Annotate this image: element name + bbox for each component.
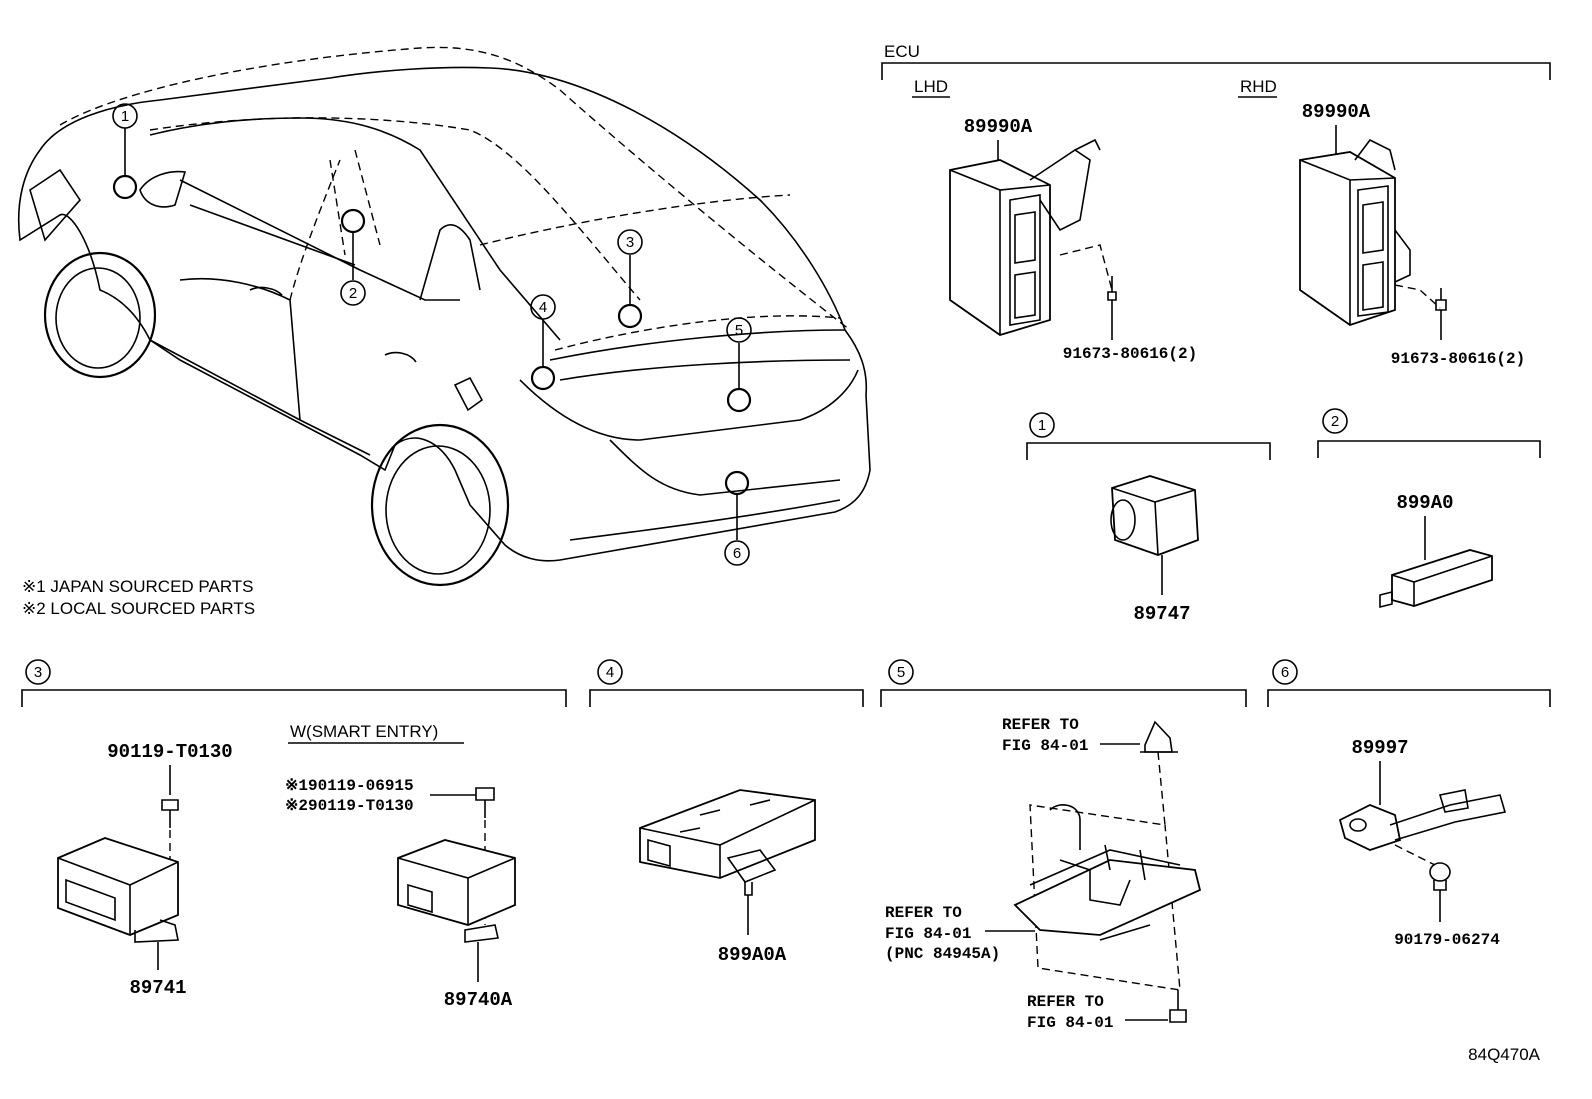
screw-lhd-drawing bbox=[1107, 276, 1117, 301]
section-1: 1 89747 bbox=[1026, 412, 1271, 625]
refer-to-bottom: REFER TO bbox=[1027, 993, 1104, 1011]
ecu-lhd-drawing bbox=[949, 138, 1101, 336]
note-local-sourced: ※2 LOCAL SOURCED PARTS bbox=[22, 599, 255, 618]
section-6-callout: 6 bbox=[1281, 664, 1289, 681]
marker-1: ※1 bbox=[285, 777, 308, 795]
part-number-6-sensor: 89997 bbox=[1351, 737, 1408, 759]
refer-fig-top-1: FIG 84-01 bbox=[1002, 737, 1088, 755]
marker-2: ※2 bbox=[285, 797, 308, 815]
refer-fig-bottom: FIG 84-01 bbox=[1027, 1014, 1113, 1032]
section-1-callout: 1 bbox=[1038, 417, 1046, 434]
ecu-heading: ECU bbox=[884, 42, 920, 61]
section-5: 5 REFER TO FIG 84-01 REFER TO FIG 84-01 … bbox=[880, 659, 1247, 1032]
section-2: 2 899A0 bbox=[1317, 408, 1541, 609]
refer-to-mid: REFER TO bbox=[885, 904, 962, 922]
part-number-3b-bolt-japan: 90119-06915 bbox=[308, 777, 414, 795]
section-5-callout: 5 bbox=[897, 664, 905, 681]
part-number-3b-bolt-local: 90119-T0130 bbox=[308, 797, 414, 815]
callout-6: 6 bbox=[733, 545, 741, 562]
refer-to-top-1: REFER TO bbox=[1002, 716, 1079, 734]
section-4-callout: 4 bbox=[606, 664, 614, 681]
section-3: 3 90119-T0130 89741 W(SMART ENTRY) ※1 90… bbox=[21, 659, 567, 1011]
callout-5: 5 bbox=[735, 322, 743, 339]
part-3-unit-drawing bbox=[57, 837, 179, 943]
bolt-3-drawing bbox=[161, 799, 179, 828]
screw-rhd-drawing bbox=[1435, 288, 1447, 311]
part-number-1: 89747 bbox=[1133, 603, 1190, 625]
refer-pnc: (PNC 84945A) bbox=[885, 945, 1000, 963]
figure-code: 84Q470A bbox=[1468, 1045, 1540, 1064]
callout-2: 2 bbox=[349, 285, 357, 302]
part-2-drawing bbox=[1379, 549, 1493, 609]
ecu-rhd-drawing bbox=[1299, 138, 1411, 326]
section-4: 4 899A0A bbox=[589, 659, 864, 966]
clip-6-drawing bbox=[1429, 862, 1451, 891]
bolt-3b-drawing bbox=[475, 787, 495, 818]
part-4-drawing bbox=[639, 789, 816, 896]
part-number-3-bolt: 90119-T0130 bbox=[107, 741, 232, 763]
part-number-2: 899A0 bbox=[1396, 492, 1453, 514]
callout-4: 4 bbox=[539, 299, 547, 316]
part-number-3b-unit: 89740A bbox=[444, 989, 513, 1011]
callout-3: 3 bbox=[626, 234, 634, 251]
part-number-ecu-lhd: 89990A bbox=[964, 116, 1033, 138]
section-3-callout: 3 bbox=[34, 664, 42, 681]
location-marker-3 bbox=[617, 303, 643, 329]
clip-5-drawing bbox=[1140, 720, 1178, 753]
location-marker-1 bbox=[112, 174, 138, 200]
part-number-3-unit: 89741 bbox=[129, 977, 186, 999]
note-japan-sourced: ※1 JAPAN SOURCED PARTS bbox=[22, 577, 254, 596]
part-6-sensor-drawing bbox=[1338, 789, 1507, 851]
smart-entry-label: W(SMART ENTRY) bbox=[290, 722, 438, 741]
part-number-screw-lhd: 91673-80616(2) bbox=[1063, 345, 1197, 363]
section-6: 6 89997 90179-06274 bbox=[1267, 659, 1551, 949]
car-callouts: 1 2 3 4 5 6 bbox=[112, 103, 752, 566]
part-number-screw-rhd: 91673-80616(2) bbox=[1391, 350, 1525, 368]
part-5-drawing bbox=[1013, 804, 1202, 941]
location-marker-5 bbox=[726, 387, 752, 413]
car-illustration bbox=[17, 46, 871, 587]
refer-fig-mid: FIG 84-01 bbox=[885, 925, 971, 943]
part-number-ecu-rhd: 89990A bbox=[1302, 101, 1371, 123]
location-marker-4 bbox=[530, 365, 556, 391]
location-marker-2 bbox=[340, 208, 366, 234]
section-2-callout: 2 bbox=[1331, 413, 1339, 430]
lhd-label: LHD bbox=[914, 77, 948, 96]
part-1-drawing bbox=[1110, 475, 1199, 556]
part-number-4: 899A0A bbox=[718, 944, 787, 966]
rhd-label: RHD bbox=[1240, 77, 1277, 96]
part-number-6-clip: 90179-06274 bbox=[1394, 931, 1500, 949]
ecu-section: ECU LHD RHD 89990A 91673-80616(2) 89990A bbox=[881, 42, 1551, 368]
screw-5-drawing bbox=[1169, 990, 1187, 1023]
callout-1: 1 bbox=[121, 108, 129, 125]
part-3b-unit-drawing bbox=[397, 839, 516, 943]
